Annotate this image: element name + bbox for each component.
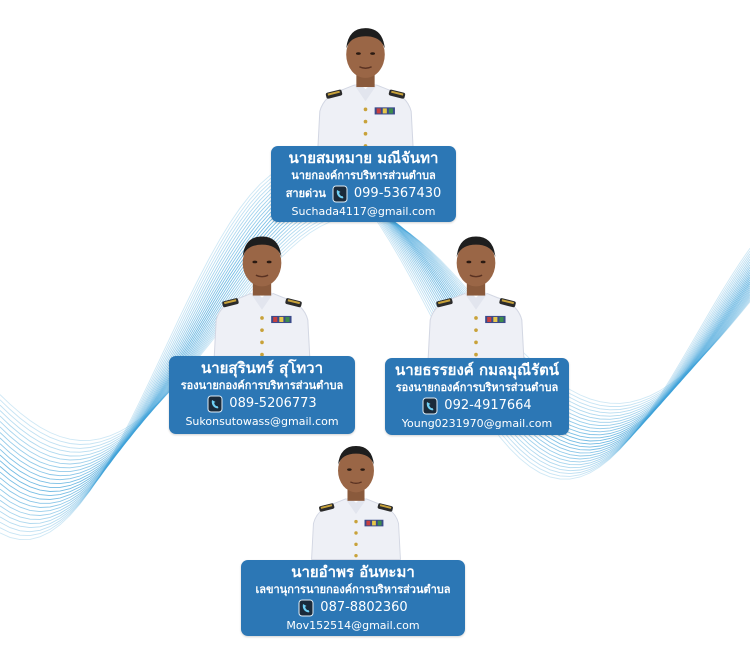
info-card: นายสมหมาย มณีจันทา นายกองค์การบริหารส่วน… [271, 146, 456, 222]
person-title: เลขานุการนายกองค์การบริหารส่วนตำบล [255, 583, 451, 596]
wave-strand [0, 208, 750, 453]
wave-strand [0, 215, 750, 441]
person-name: นายสุรินทร์ สุโทวา [200, 359, 324, 377]
info-card: นายอำพร อันทะมา เลขานุการนายกองค์การบริห… [241, 560, 465, 636]
portrait-photo [308, 18, 423, 150]
phone-number[interactable]: 087-8802360 [320, 600, 408, 615]
wave-strand [0, 202, 750, 465]
person-title: รองนายกองค์การบริหารส่วนตำบล [395, 381, 559, 394]
phone-number[interactable]: 099-5367430 [353, 186, 442, 201]
info-card: นายสุรินทร์ สุโทวา รองนายกองค์การบริหารส… [169, 356, 355, 434]
person-name: นายอำพร อันทะมา [291, 563, 415, 581]
phone-icon [207, 395, 223, 413]
phone-icon [332, 185, 348, 203]
wave-strand [0, 206, 750, 457]
phone-row: 089-5206773 [173, 394, 351, 414]
phone-number[interactable]: 089-5206773 [229, 396, 317, 411]
portrait-photo [206, 226, 318, 359]
person-title: รองนายกองค์การบริหารส่วนตำบล [180, 379, 344, 392]
phone-row: 087-8802360 [245, 598, 461, 618]
person-name: นายสมหมาย มณีจันทา [288, 149, 439, 167]
wave-strand [0, 197, 750, 473]
phone-number[interactable]: 092-4917664 [444, 398, 532, 413]
email-address[interactable]: Young0231970@gmail.com [401, 417, 553, 430]
phone-icon [298, 599, 314, 617]
person-name: นายธรรยงค์ กมลมุณีรัตน์ [394, 361, 560, 379]
hotline-label: สายด่วน [285, 187, 326, 200]
email-address[interactable]: Suchada4117@gmail.com [291, 205, 436, 218]
portrait-photo [420, 226, 532, 359]
phone-row: 092-4917664 [389, 396, 565, 416]
phone-icon [422, 397, 438, 415]
wave-strand [0, 210, 750, 449]
email-address[interactable]: Sukonsutowass@gmail.com [185, 415, 339, 428]
portrait-photo [304, 432, 408, 564]
person-title: นายกองค์การบริหารส่วนตำบล [291, 169, 436, 182]
email-address[interactable]: Mov152514@gmail.com [286, 619, 420, 632]
info-card: นายธรรยงค์ กมลมุณีรัตน์ รองนายกองค์การบร… [385, 358, 569, 435]
phone-row: สายด่วน 099-5367430 [275, 184, 452, 204]
